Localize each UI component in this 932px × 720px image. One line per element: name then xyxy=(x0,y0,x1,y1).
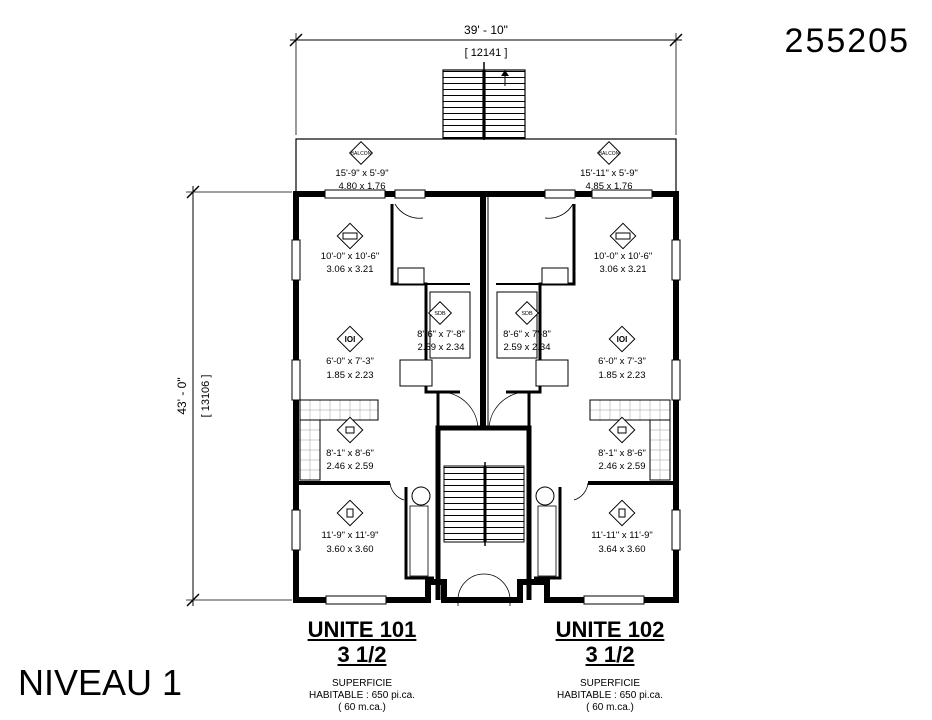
area-label: SUPERFICIE xyxy=(331,678,392,689)
room-dim-imperial: 8'-6" x 7'-8" xyxy=(417,329,465,340)
room-dim-metric: 2.59 x 2.34 xyxy=(417,342,464,353)
room-dim-metric: 2.46 x 2.59 xyxy=(326,461,373,472)
closets xyxy=(409,505,557,577)
room-dim-metric: 3.06 x 3.21 xyxy=(599,264,646,275)
plan-number: 255205 xyxy=(784,22,910,60)
depth-imperial: 43' - 0" xyxy=(175,377,189,414)
room-dim-metric: 3.64 x 3.60 xyxy=(598,544,645,555)
dining-icon: IOI xyxy=(336,325,364,353)
area-label: SUPERFICIE xyxy=(579,678,640,689)
bath-icon: SDB xyxy=(427,300,453,326)
unit-rooms: 3 1/2 xyxy=(585,642,635,667)
room-dim-imperial: 15'-11" x 5'-9" xyxy=(580,168,638,179)
depth-dimension: 43' - 0" [ 13106 ] xyxy=(175,185,292,607)
interior-stairs xyxy=(443,462,525,546)
area-habitable: HABITABLE : 650 pi.ca. xyxy=(557,690,663,701)
unit-name: UNITE 102 xyxy=(555,617,665,642)
level-title: NIVEAU 1 xyxy=(18,662,183,703)
room-dim-metric: 4.80 x 1.76 xyxy=(338,181,385,192)
bed-icon xyxy=(608,499,636,527)
room-dim-metric: 1.85 x 2.23 xyxy=(598,370,645,381)
width-metric: [ 12141 ] xyxy=(465,47,508,59)
width-dimension: 39' - 10" [ 12141 ] xyxy=(289,23,683,135)
unit-area: SUPERFICIE HABITABLE : 650 pi.ca. ( 60 m… xyxy=(510,678,710,714)
sofa-icon xyxy=(609,222,637,250)
windows xyxy=(291,189,681,605)
room-labels: 15'-9" x 5'-9" 4.80 x 1.76 10'-0" x 10'-… xyxy=(321,168,653,555)
unit-102-caption: UNITE 102 3 1/2 SUPERFICIE HABITABLE : 6… xyxy=(510,618,710,714)
room-dim-imperial: 11'-11" x 11'-9" xyxy=(591,530,653,541)
svg-text:SDB: SDB xyxy=(434,311,446,317)
room-dim-imperial: 8'-1" x 8'-6" xyxy=(598,448,646,459)
walls xyxy=(293,191,679,603)
svg-text:SDB: SDB xyxy=(521,311,533,317)
bath-icon: SDB xyxy=(514,300,540,326)
room-dim-imperial: 10'-0" x 10'-6" xyxy=(321,251,379,262)
svg-text:IOI: IOI xyxy=(345,335,356,344)
balcony-icon: BALCON xyxy=(348,140,374,166)
dining-icon: IOI xyxy=(608,325,636,353)
unit-name: UNITE 101 xyxy=(307,617,417,642)
room-dim-imperial: 10'-0" x 10'-6" xyxy=(594,251,652,262)
area-metric: ( 60 m.ca.) xyxy=(338,702,386,713)
room-dim-metric: 3.60 x 3.60 xyxy=(326,544,373,555)
room-dim-metric: 3.06 x 3.21 xyxy=(326,264,373,275)
room-dim-metric: 1.85 x 2.23 xyxy=(326,370,373,381)
svg-text:IOI: IOI xyxy=(617,335,628,344)
room-dim-metric: 4.85 x 1.76 xyxy=(585,181,632,192)
width-imperial: 39' - 10" xyxy=(464,23,508,37)
room-dim-imperial: 6'-0" x 7'-3" xyxy=(326,356,374,367)
area-metric: ( 60 m.ca.) xyxy=(586,702,634,713)
bed-icon xyxy=(336,499,364,527)
room-dim-imperial: 8'-6" x 7'-8" xyxy=(503,329,551,340)
exterior-stairs xyxy=(442,62,526,140)
unit-area: SUPERFICIE HABITABLE : 650 pi.ca. ( 60 m… xyxy=(262,678,462,714)
room-dim-imperial: 11'-9" x 11'-9" xyxy=(321,530,378,541)
unit-101-caption: UNITE 101 3 1/2 SUPERFICIE HABITABLE : 6… xyxy=(262,618,462,714)
balcony-icon: BALCON xyxy=(596,140,622,166)
depth-metric: [ 13106 ] xyxy=(200,375,212,418)
room-dim-metric: 2.46 x 2.59 xyxy=(598,461,645,472)
svg-text:BALCON: BALCON xyxy=(599,151,620,157)
area-habitable: HABITABLE : 650 pi.ca. xyxy=(309,690,415,701)
room-dim-imperial: 8'-1" x 8'-6" xyxy=(326,448,374,459)
unit-rooms: 3 1/2 xyxy=(337,642,387,667)
room-dim-metric: 2.59 x 2.34 xyxy=(503,342,550,353)
kitchens xyxy=(299,399,671,481)
room-dim-imperial: 6'-0" x 7'-3" xyxy=(598,356,646,367)
svg-text:BALCON: BALCON xyxy=(351,151,372,157)
sofa-icon xyxy=(336,222,364,250)
room-dim-imperial: 15'-9" x 5'-9" xyxy=(335,168,388,179)
bath-fixtures xyxy=(397,267,569,506)
kitchen-icon xyxy=(608,416,636,444)
kitchen-icon xyxy=(336,416,364,444)
door-swings xyxy=(389,203,589,606)
